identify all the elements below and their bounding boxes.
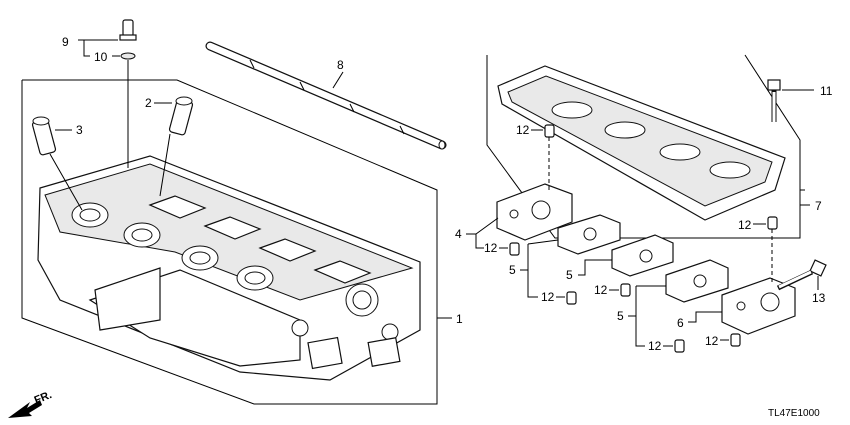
callout-6: 6 bbox=[677, 316, 684, 330]
dowel-pin-3 bbox=[31, 116, 83, 211]
front-label: FR. bbox=[33, 389, 54, 407]
camshaft-holder-5b bbox=[611, 234, 674, 277]
bolt-13: 13 bbox=[776, 259, 827, 305]
camshaft-holder-6 bbox=[721, 277, 796, 335]
callout-5c: 5 bbox=[617, 309, 624, 323]
callout-5a: 5 bbox=[509, 263, 516, 277]
callout-8: 8 bbox=[337, 58, 344, 72]
plug-9-washer-10 bbox=[119, 19, 137, 168]
rocker-shaft-8: 8 bbox=[205, 41, 447, 150]
bolt-11: 11 bbox=[767, 79, 833, 122]
callout-11: 11 bbox=[820, 84, 833, 98]
callout-12a: 12 bbox=[516, 123, 530, 137]
dowel-pin-2 bbox=[159, 96, 194, 197]
camshaft-holder-group: 7 11 bbox=[455, 54, 833, 353]
front-direction-indicator: FR. bbox=[8, 389, 54, 418]
callout-3: 3 bbox=[76, 123, 83, 137]
dowel-pins-12 bbox=[509, 124, 778, 353]
callout-10: 10 bbox=[94, 50, 108, 64]
camshaft-holder-5a bbox=[557, 214, 621, 255]
cylinder-head-group: 9 10 2 3 1 bbox=[21, 19, 463, 405]
callout-12e: 12 bbox=[594, 283, 608, 297]
callout-1: 1 bbox=[456, 312, 463, 326]
callout-12g: 12 bbox=[705, 334, 719, 348]
callout-12f: 12 bbox=[648, 339, 662, 353]
camshaft-holder-4 bbox=[496, 183, 573, 241]
callout-9: 9 bbox=[62, 35, 69, 49]
callout-7: 7 bbox=[815, 199, 822, 213]
figure-code: TL47E1000 bbox=[768, 408, 820, 419]
callout-5b: 5 bbox=[566, 268, 573, 282]
callout-2: 2 bbox=[145, 96, 152, 110]
cylinder-head-part bbox=[37, 155, 421, 381]
camshaft-holder-upper bbox=[497, 65, 786, 221]
callout-4: 4 bbox=[455, 227, 462, 241]
callout-13: 13 bbox=[812, 291, 826, 305]
callout-12d: 12 bbox=[541, 290, 555, 304]
callout-12c: 12 bbox=[484, 241, 498, 255]
camshaft-holder-5c bbox=[665, 259, 729, 303]
callout-12b: 12 bbox=[738, 218, 752, 232]
